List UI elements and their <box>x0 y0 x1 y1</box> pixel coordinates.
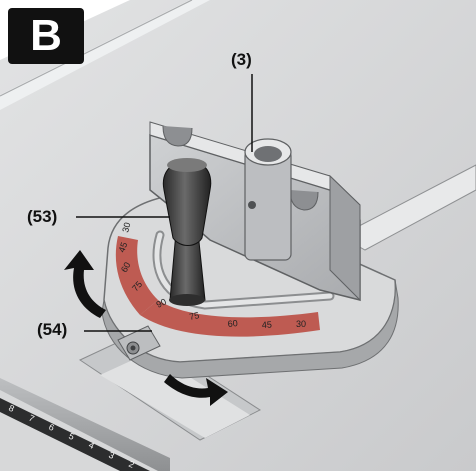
handle-knob <box>162 158 212 306</box>
fence-ruler <box>0 378 170 471</box>
callout-part-3: (3) <box>231 50 252 69</box>
scale-label: 60 <box>227 318 238 329</box>
figure-badge: B <box>8 8 84 64</box>
scale-label: 45 <box>116 241 129 254</box>
ruler-digit: 5 <box>67 431 76 442</box>
callout-part-54: (54) <box>37 320 68 339</box>
callout-part-53: (53) <box>27 207 58 226</box>
scale-label: 90 <box>155 297 168 310</box>
ruler-digit: 6 <box>47 422 56 433</box>
leader-lines <box>76 74 253 332</box>
protractor-scale: 30 45 60 75 90 75 60 45 30 <box>116 221 306 330</box>
ruler-digit: 3 <box>107 450 116 461</box>
slide-arrow-icon <box>164 374 228 406</box>
scale-label: 45 <box>262 319 273 330</box>
ruler-digit: 7 <box>27 413 36 424</box>
rotate-arrow-icon <box>64 250 106 318</box>
ruler-digit: 2 <box>127 459 136 470</box>
figure-badge-letter: B <box>30 11 62 60</box>
scale-label: 30 <box>296 319 306 329</box>
scale-label: 60 <box>119 260 133 274</box>
scale-label: 75 <box>130 279 144 293</box>
ruler-scale: 8 7 6 5 4 3 2 <box>7 403 136 470</box>
scale-label: 75 <box>188 310 200 322</box>
scale-label: 30 <box>120 221 132 233</box>
ruler-digit: 8 <box>7 403 16 414</box>
ruler-digit: 4 <box>87 440 96 451</box>
